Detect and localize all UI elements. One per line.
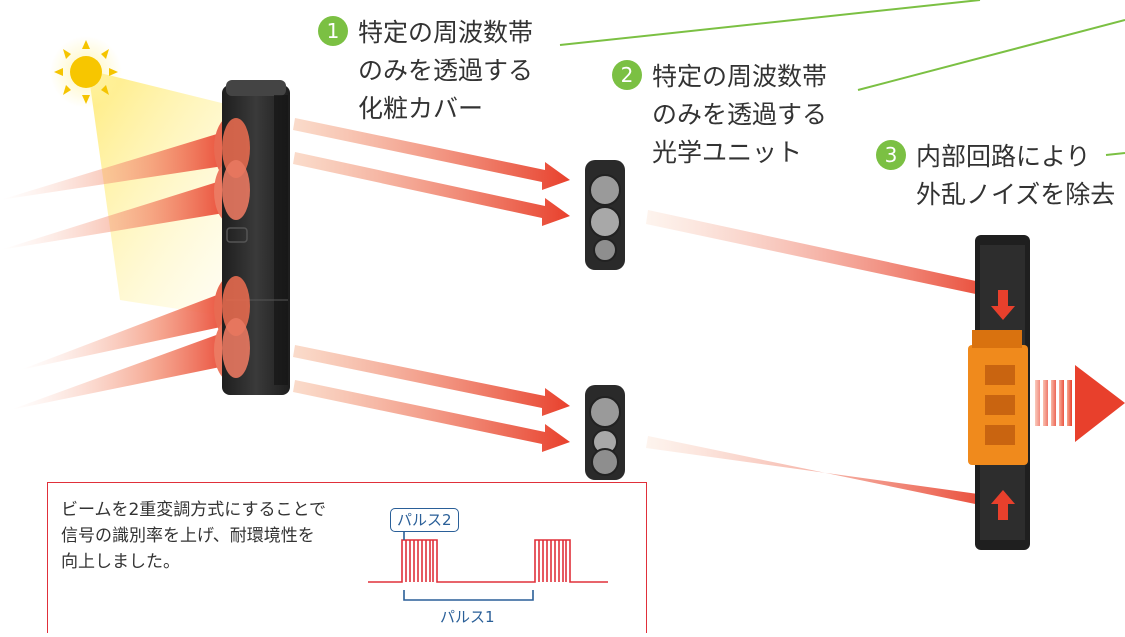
beam-to-circuit-lower — [646, 436, 1000, 520]
note-text: ビームを2重変調方式にすることで 信号の識別率を上げ、耐環境性を 向上しました。 — [61, 497, 361, 575]
sunlight-wedge — [88, 70, 250, 320]
output-arrow-icon — [1035, 365, 1125, 442]
callout-cover-text-1: 特定の周波数帯 — [358, 18, 534, 47]
callout-number-badge: 1 — [318, 16, 348, 46]
callout-optical-text-1: 特定の周波数帯 — [652, 62, 828, 91]
pulse1-bracket — [403, 590, 534, 601]
pulse-waveform — [368, 539, 608, 583]
leader-lines — [559, 0, 1125, 156]
callout-circuit-line-1: 3 内部回路により — [876, 138, 1115, 176]
sensor-device — [222, 80, 290, 395]
callout-circuit: 3 内部回路により 外乱ノイズを除去 — [876, 138, 1115, 214]
callout-cover-text-2: のみを透過する — [358, 56, 534, 85]
internal-circuit — [968, 235, 1030, 550]
pulse1-label: パルス1 — [440, 608, 495, 626]
callout-cover-line-1: 1 特定の周波数帯 — [318, 14, 533, 52]
callout-optical-text-2: のみを透過する — [652, 100, 828, 129]
note-line-2: 信号の識別率を上げ、耐環境性を — [61, 526, 315, 546]
callout-optical-unit: 2 特定の周波数帯 のみを透過する 光学ユニット — [612, 58, 827, 172]
callout-cover: 1 特定の周波数帯 のみを透過する 化粧カバー — [318, 14, 533, 128]
optical-unit-upper — [585, 160, 625, 270]
callout-number-badge: 2 — [612, 60, 642, 90]
sun-icon — [50, 36, 122, 108]
beam-arrows-lower — [293, 345, 570, 452]
note-line-1: ビームを2重変調方式にすることで — [61, 500, 326, 520]
callout-optical-text-3: 光学ユニット — [652, 138, 803, 167]
callout-cover-text-3: 化粧カバー — [358, 94, 484, 123]
beam-to-circuit-upper — [646, 210, 1002, 320]
note-line-3: 向上しました。 — [61, 552, 180, 572]
pulse2-label: パルス2 — [390, 508, 459, 532]
optical-unit-lower — [585, 385, 625, 480]
callout-circuit-text-2: 外乱ノイズを除去 — [916, 180, 1116, 209]
callout-circuit-text-1: 内部回路により — [916, 142, 1091, 171]
beam-arrows-upper — [293, 118, 570, 226]
callout-optical-line-1: 2 特定の周波数帯 — [612, 58, 827, 96]
callout-number-badge: 3 — [876, 140, 906, 170]
note-box — [47, 482, 647, 633]
